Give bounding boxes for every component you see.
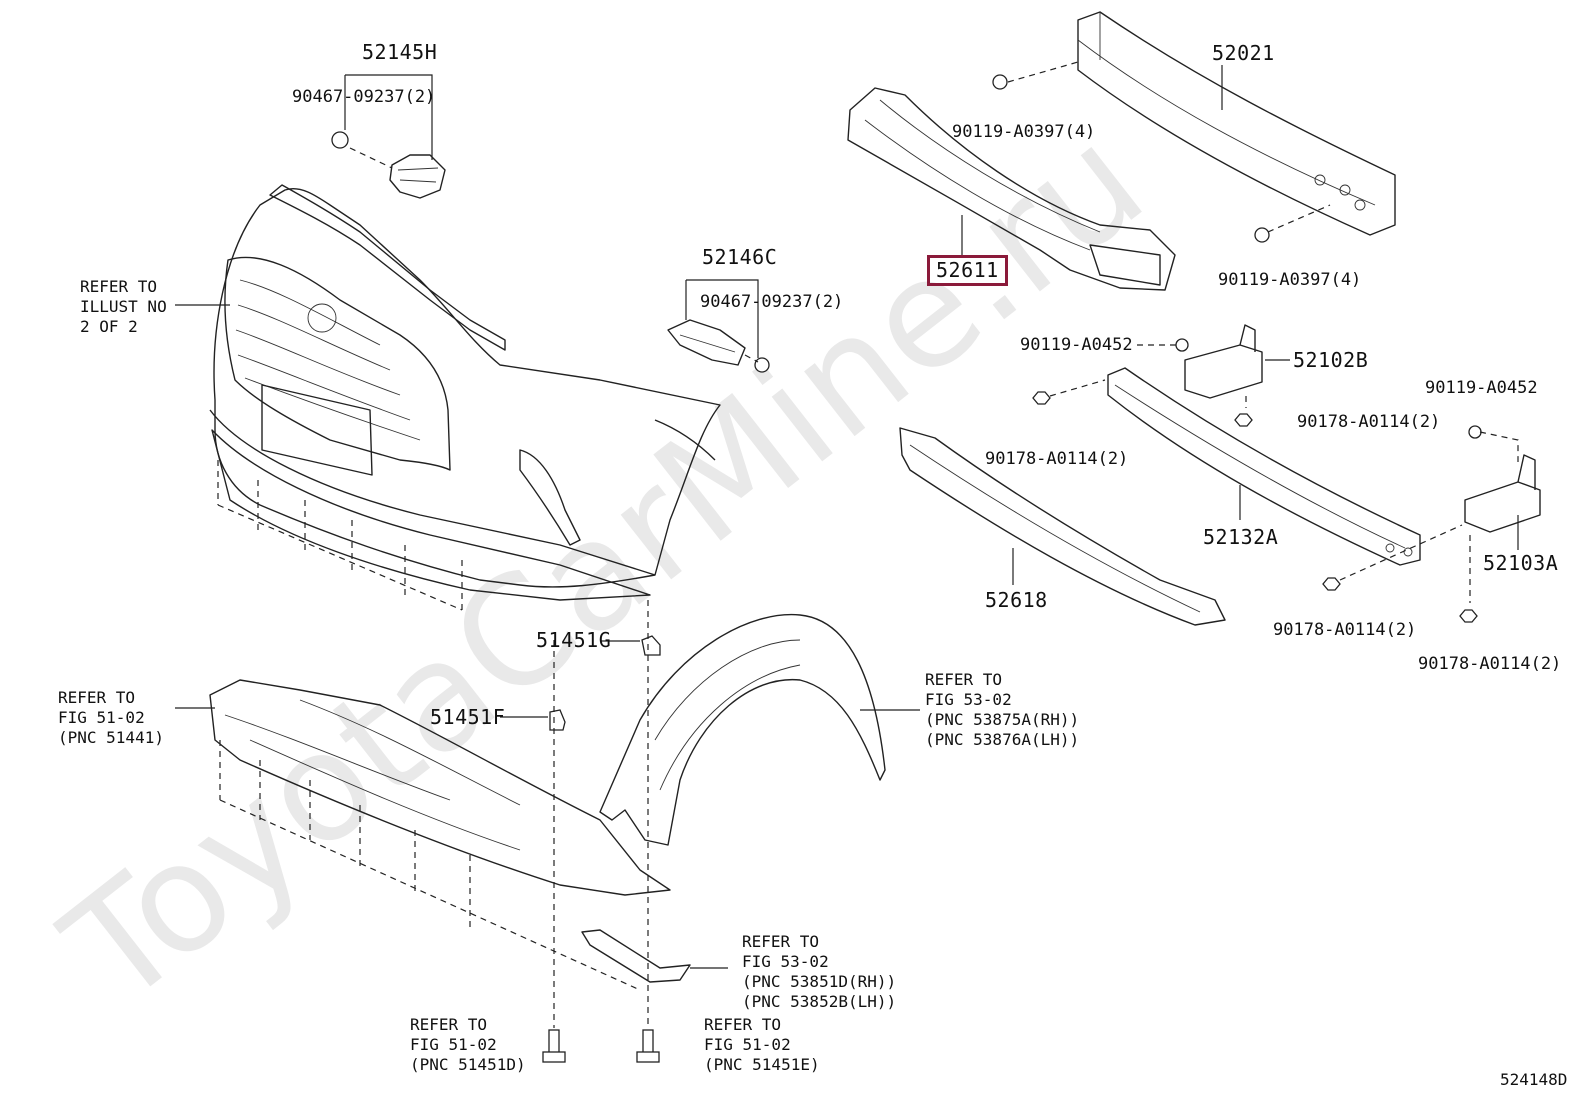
label-52102B-nut-right: 90178-A0114(2) <box>1297 412 1441 432</box>
label-52021-bolt-bottom: 90119-A0397(4) <box>1218 270 1362 290</box>
label-ref-53851: REFER TO FIG 53-02 (PNC 53851D(RH)) (PNC… <box>742 932 897 1011</box>
absorber-52618-drawing <box>899 427 1226 626</box>
fender-liner-drawing <box>599 613 886 846</box>
label-ref-53875: REFER TO FIG 53-02 (PNC 53875A(RH)) (PNC… <box>925 670 1080 749</box>
bracket-52145H-drawing <box>331 74 446 199</box>
label-52102B-bolt: 90119-A0452 <box>1020 335 1133 355</box>
label-52103A: 52103A <box>1483 551 1559 575</box>
label-52103A-nut-right: 90178-A0114(2) <box>1418 654 1562 674</box>
side-bracket-drawing <box>581 929 691 983</box>
reinforcement-52021-drawing <box>992 11 1396 243</box>
diagram-code: 524148D <box>1500 1070 1568 1089</box>
engine-under-cover-drawing <box>209 679 671 991</box>
label-ref-51451D: REFER TO FIG 51-02 (PNC 51451D) <box>410 1015 526 1074</box>
clips-drawing <box>500 600 661 1063</box>
bumper-cover-drawing <box>209 184 721 611</box>
label-52146C-screw: 90467-09237(2) <box>700 292 844 312</box>
label-52132A: 52132A <box>1203 525 1279 549</box>
label-ref-illust: REFER TO ILLUST NO 2 OF 2 <box>80 277 167 336</box>
label-51451F: 51451F <box>430 705 506 729</box>
label-ref-51441: REFER TO FIG 51-02 (PNC 51441) <box>58 688 164 747</box>
label-52145H-screw: 90467-09237(2) <box>292 87 436 107</box>
bracket-52102B-drawing <box>1137 324 1290 427</box>
label-52103A-bolt: 90119-A0452 <box>1425 378 1538 398</box>
label-52146C: 52146C <box>702 245 778 269</box>
label-52611: 52611 <box>936 258 999 282</box>
label-ref-51451E: REFER TO FIG 51-02 (PNC 51451E) <box>704 1015 820 1074</box>
bracket-52146C-drawing <box>667 279 770 373</box>
label-51451G: 51451G <box>536 628 612 652</box>
label-52103A-nut-left: 90178-A0114(2) <box>1273 620 1417 640</box>
label-52102B: 52102B <box>1293 348 1369 372</box>
bracket-52103A-drawing <box>1322 425 1541 623</box>
beam-52132A-drawing <box>1032 367 1421 566</box>
label-52618: 52618 <box>985 588 1048 612</box>
highlight-box-52611: 52611 <box>927 255 1008 286</box>
label-52021: 52021 <box>1212 41 1275 65</box>
label-52102B-nut-left: 90178-A0114(2) <box>985 449 1129 469</box>
watermark-text: ToyotaCarMine.ru <box>34 94 1175 1038</box>
absorber-52611-drawing <box>847 87 1176 291</box>
label-52021-bolt-top: 90119-A0397(4) <box>952 122 1096 142</box>
label-52145H: 52145H <box>362 40 438 64</box>
